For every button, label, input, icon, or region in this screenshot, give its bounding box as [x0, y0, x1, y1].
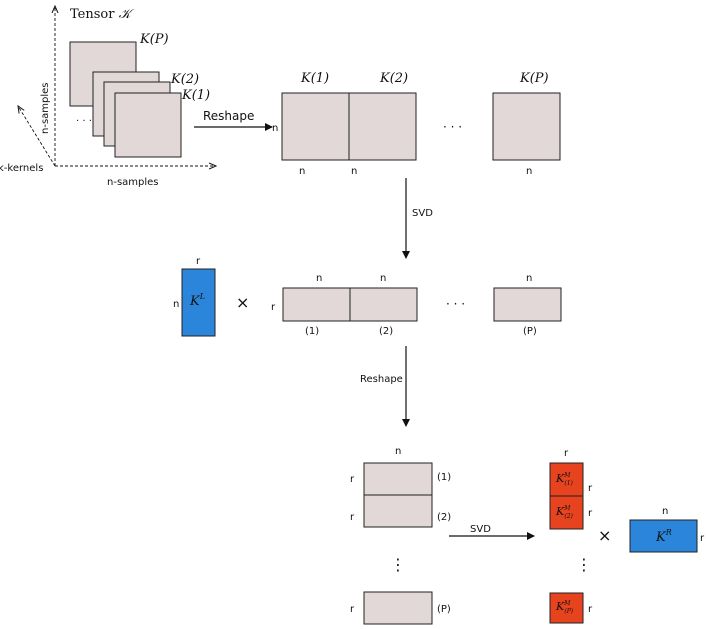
- row3-left-1: r: [350, 474, 355, 485]
- row1-ellipsis: · · ·: [443, 120, 462, 134]
- row2-top-2: n: [380, 273, 386, 284]
- stack-label-2: K(2): [170, 72, 199, 87]
- km-text-2: KM(2): [555, 505, 574, 520]
- row2-bottom-p: (P): [523, 326, 537, 337]
- km-right-2: r: [588, 508, 593, 519]
- row3-right-2: (2): [437, 512, 451, 523]
- kl-left-label: n: [173, 299, 179, 310]
- svd2-label: SVD: [470, 524, 491, 535]
- km-text-1: KM(1): [555, 472, 574, 487]
- km-right-p: r: [588, 604, 593, 615]
- stack-label-p: K(P): [139, 32, 169, 47]
- stack-label-1: K(1): [181, 88, 210, 103]
- row3-times: ×: [598, 526, 611, 545]
- stack-dots: . . .: [76, 113, 92, 124]
- reshape2-label: Reshape: [360, 374, 403, 385]
- kr-right-label: r: [700, 533, 705, 544]
- row2-block-1: [282, 287, 351, 322]
- kl-matrix: [181, 268, 216, 337]
- kl-text: KL: [189, 292, 205, 309]
- kr-top-label: n: [662, 506, 668, 517]
- row1-left-label: n: [272, 123, 278, 134]
- row2-block-2: [349, 287, 418, 322]
- row2-top-p: n: [526, 273, 532, 284]
- row3-right-1: (1): [437, 472, 451, 483]
- axis-z-label: k-kernels: [0, 163, 43, 174]
- row3-group: n r r r (1) (2) (P) ⋮ SVD r KM(1) KM(2) …: [350, 446, 705, 625]
- row3-left-p: r: [350, 604, 355, 615]
- row2-times: ×: [236, 293, 249, 312]
- km-top-label: r: [564, 448, 569, 459]
- row2-bottom-1: (1): [305, 326, 319, 337]
- reshape1-label: Reshape: [203, 109, 254, 123]
- km-block-p: [549, 592, 584, 624]
- row2-bottom-2: (2): [379, 326, 393, 337]
- row1-block-2: [348, 92, 417, 161]
- row3-block-1: [363, 462, 433, 496]
- row1-block-1: [281, 92, 350, 161]
- row3-left-2: r: [350, 512, 355, 523]
- row2-ellipsis: · · ·: [446, 297, 465, 311]
- km-block-2: [549, 495, 584, 530]
- row2-top-1: n: [316, 273, 322, 284]
- row1-header-1: K(1): [300, 71, 329, 86]
- km-vdots: ⋮: [576, 555, 592, 574]
- row1-bottom-1: n: [299, 166, 305, 177]
- svd1-label: SVD: [412, 208, 433, 219]
- kl-top-label: r: [196, 256, 201, 267]
- kr-text: KR: [655, 528, 672, 545]
- row1-bottom-2: n: [351, 166, 357, 177]
- row3-vdots: ⋮: [390, 555, 406, 574]
- row2-group: r n KL × n n n r · · · (1) (2) (P): [173, 256, 562, 337]
- row1-group: K(1) K(2) K(P) n · · · n n n: [272, 71, 561, 177]
- tensor-title: Tensor 𝒦: [70, 7, 135, 22]
- kr-matrix: [629, 519, 698, 553]
- row2-left-label: r: [271, 302, 276, 313]
- z-axis: [18, 106, 56, 167]
- axis-y-label: n-samples: [40, 82, 51, 134]
- row1-header-2: K(2): [379, 71, 408, 86]
- row1-block-p: [492, 92, 561, 161]
- tensor-group: Tensor 𝒦 n-samples n-samples k-kernels .…: [0, 6, 216, 188]
- axis-x-label: n-samples: [107, 177, 159, 188]
- row1-bottom-p: n: [526, 166, 532, 177]
- km-text-p: KM(P): [555, 600, 574, 615]
- row1-header-p: K(P): [519, 71, 549, 86]
- row3-block-p: [363, 591, 433, 625]
- slice-1: [114, 92, 182, 158]
- row2-block-p: [493, 287, 562, 322]
- row3-block-2: [363, 494, 433, 528]
- row3-right-p: (P): [437, 604, 451, 615]
- km-right-1: r: [588, 483, 593, 494]
- row3-top-label: n: [395, 446, 401, 457]
